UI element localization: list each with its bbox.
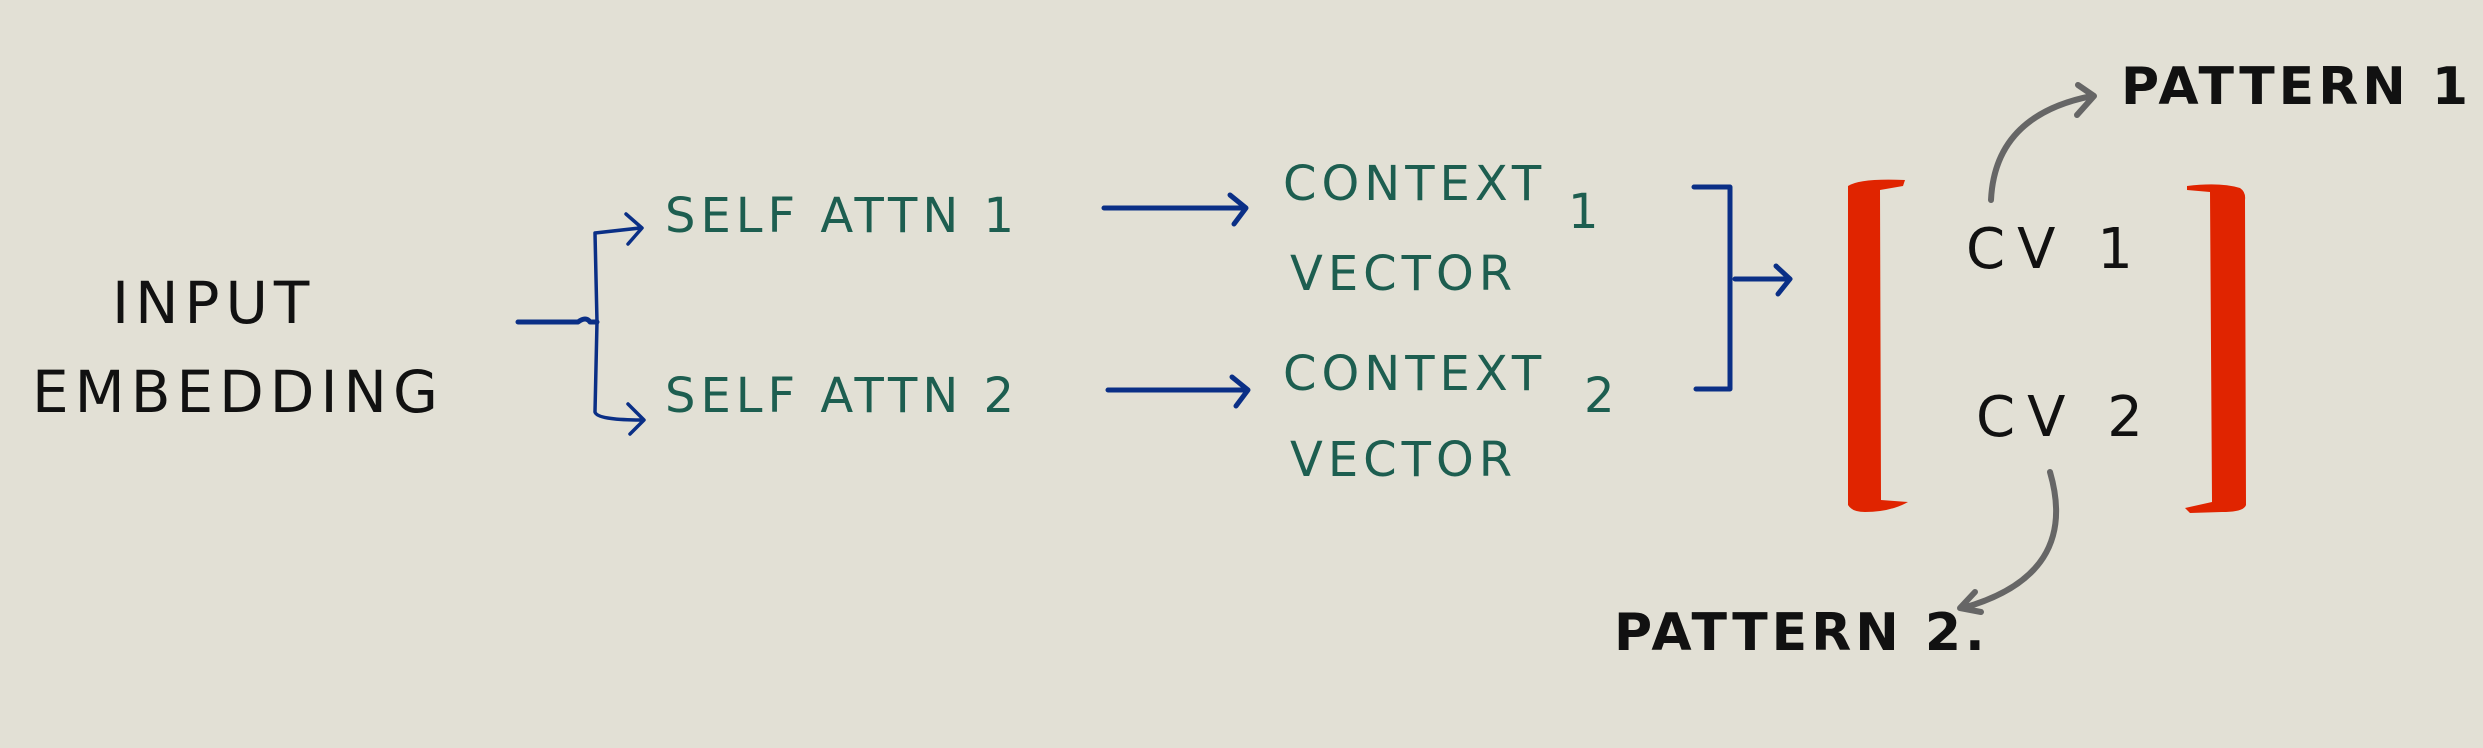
left-bracket: [1848, 179, 1908, 512]
input-label-line2: EMBEDDING: [32, 358, 444, 426]
context-vector-1-index: 1: [1568, 184, 1604, 240]
cv-2-label: CV 2: [1976, 385, 2155, 450]
pattern-2-arrow: [1957, 469, 2060, 615]
pattern-1-label: PATTERN 1: [2121, 57, 2472, 117]
context-vector-1-line1: CONTEXT: [1283, 156, 1546, 212]
self-attn-2-label: SELF ATTN 2: [665, 368, 1019, 424]
context-vector-2-line2: VECTOR: [1290, 432, 1517, 488]
self-attn-1-label: SELF ATTN 1: [665, 188, 1019, 244]
pattern-1-arrow: [1988, 82, 2097, 203]
head-1-arrow: [1101, 192, 1249, 227]
context-vector-1-line2: VECTOR: [1290, 246, 1517, 302]
split-arrow: [515, 212, 646, 436]
context-vector-2-line1: CONTEXT: [1283, 346, 1546, 402]
concat-bracket: [1691, 184, 1793, 392]
head-2-arrow: [1105, 374, 1251, 409]
cv-1-label: CV 1: [1966, 217, 2145, 282]
input-label-line1: INPUT: [112, 269, 315, 337]
context-vector-2-index: 2: [1584, 368, 1620, 424]
pattern-2-label: PATTERN 2.: [1614, 603, 1989, 663]
right-bracket: [2185, 184, 2246, 513]
